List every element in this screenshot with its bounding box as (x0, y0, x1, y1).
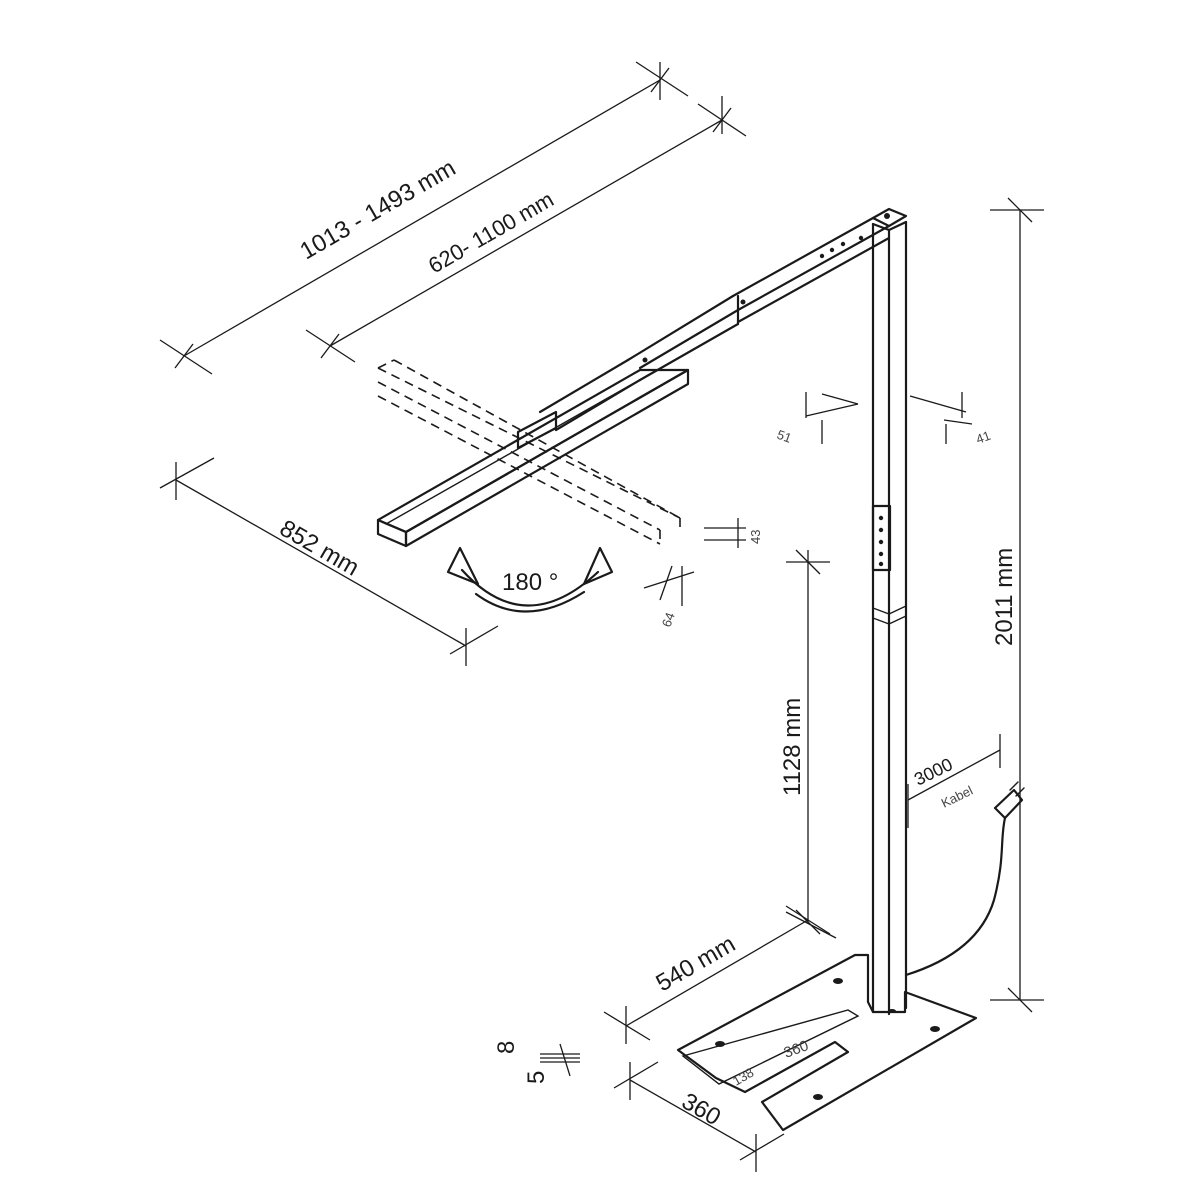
label-head-height: 43 (748, 530, 763, 544)
label-plate-5: 5 (523, 1071, 550, 1084)
dim-arm-extension (305, 96, 747, 363)
column-top-cap (871, 207, 908, 228)
dim-base-width (613, 1061, 785, 1172)
label-base-width: 360 (677, 1088, 725, 1131)
dim-head-width (643, 565, 695, 606)
dim-profile-41 (909, 392, 973, 444)
dim-base-depth (603, 905, 831, 1044)
label-rotation: 180 ° (502, 569, 558, 596)
dim-reach-total (159, 61, 689, 375)
label-base-gap: 138 (730, 1065, 756, 1089)
power-cable (904, 781, 1025, 977)
label-arm-extension: 620- 1100 mm (424, 187, 558, 279)
base-plate (676, 953, 978, 1132)
dim-head-height (704, 518, 746, 548)
label-plate-8: 8 (493, 1041, 520, 1054)
label-cable-length: 3000 (911, 754, 956, 790)
lamp-column (871, 220, 908, 1016)
label-total-height: 2011 mm (991, 548, 1018, 646)
dim-cable (907, 734, 1001, 828)
label-column-height: 1128 mm (779, 698, 806, 796)
lamp-head-rotated-ghost (377, 359, 681, 545)
label-base-inner-width: 360 (782, 1037, 811, 1062)
label-base-depth: 540 mm (652, 930, 741, 997)
label-head-width: 64 (659, 610, 678, 629)
dim-profile-51 (805, 392, 859, 444)
label-cable: Kabel (939, 783, 976, 811)
dim-head-length (159, 457, 499, 666)
label-head-length: 852 mm (275, 515, 364, 582)
control-panel (871, 504, 892, 572)
dim-plate-thickness (540, 1043, 580, 1077)
label-profile-41: 41 (974, 428, 993, 447)
lamp-head (376, 368, 690, 548)
dim-column-height (785, 549, 837, 939)
rotation-arrow (446, 546, 614, 613)
label-reach-total: 1013 - 1493 mm (296, 154, 461, 265)
label-profile-51: 51 (775, 427, 794, 446)
lamp-arm (538, 216, 891, 432)
dim-total-height (990, 197, 1044, 1013)
